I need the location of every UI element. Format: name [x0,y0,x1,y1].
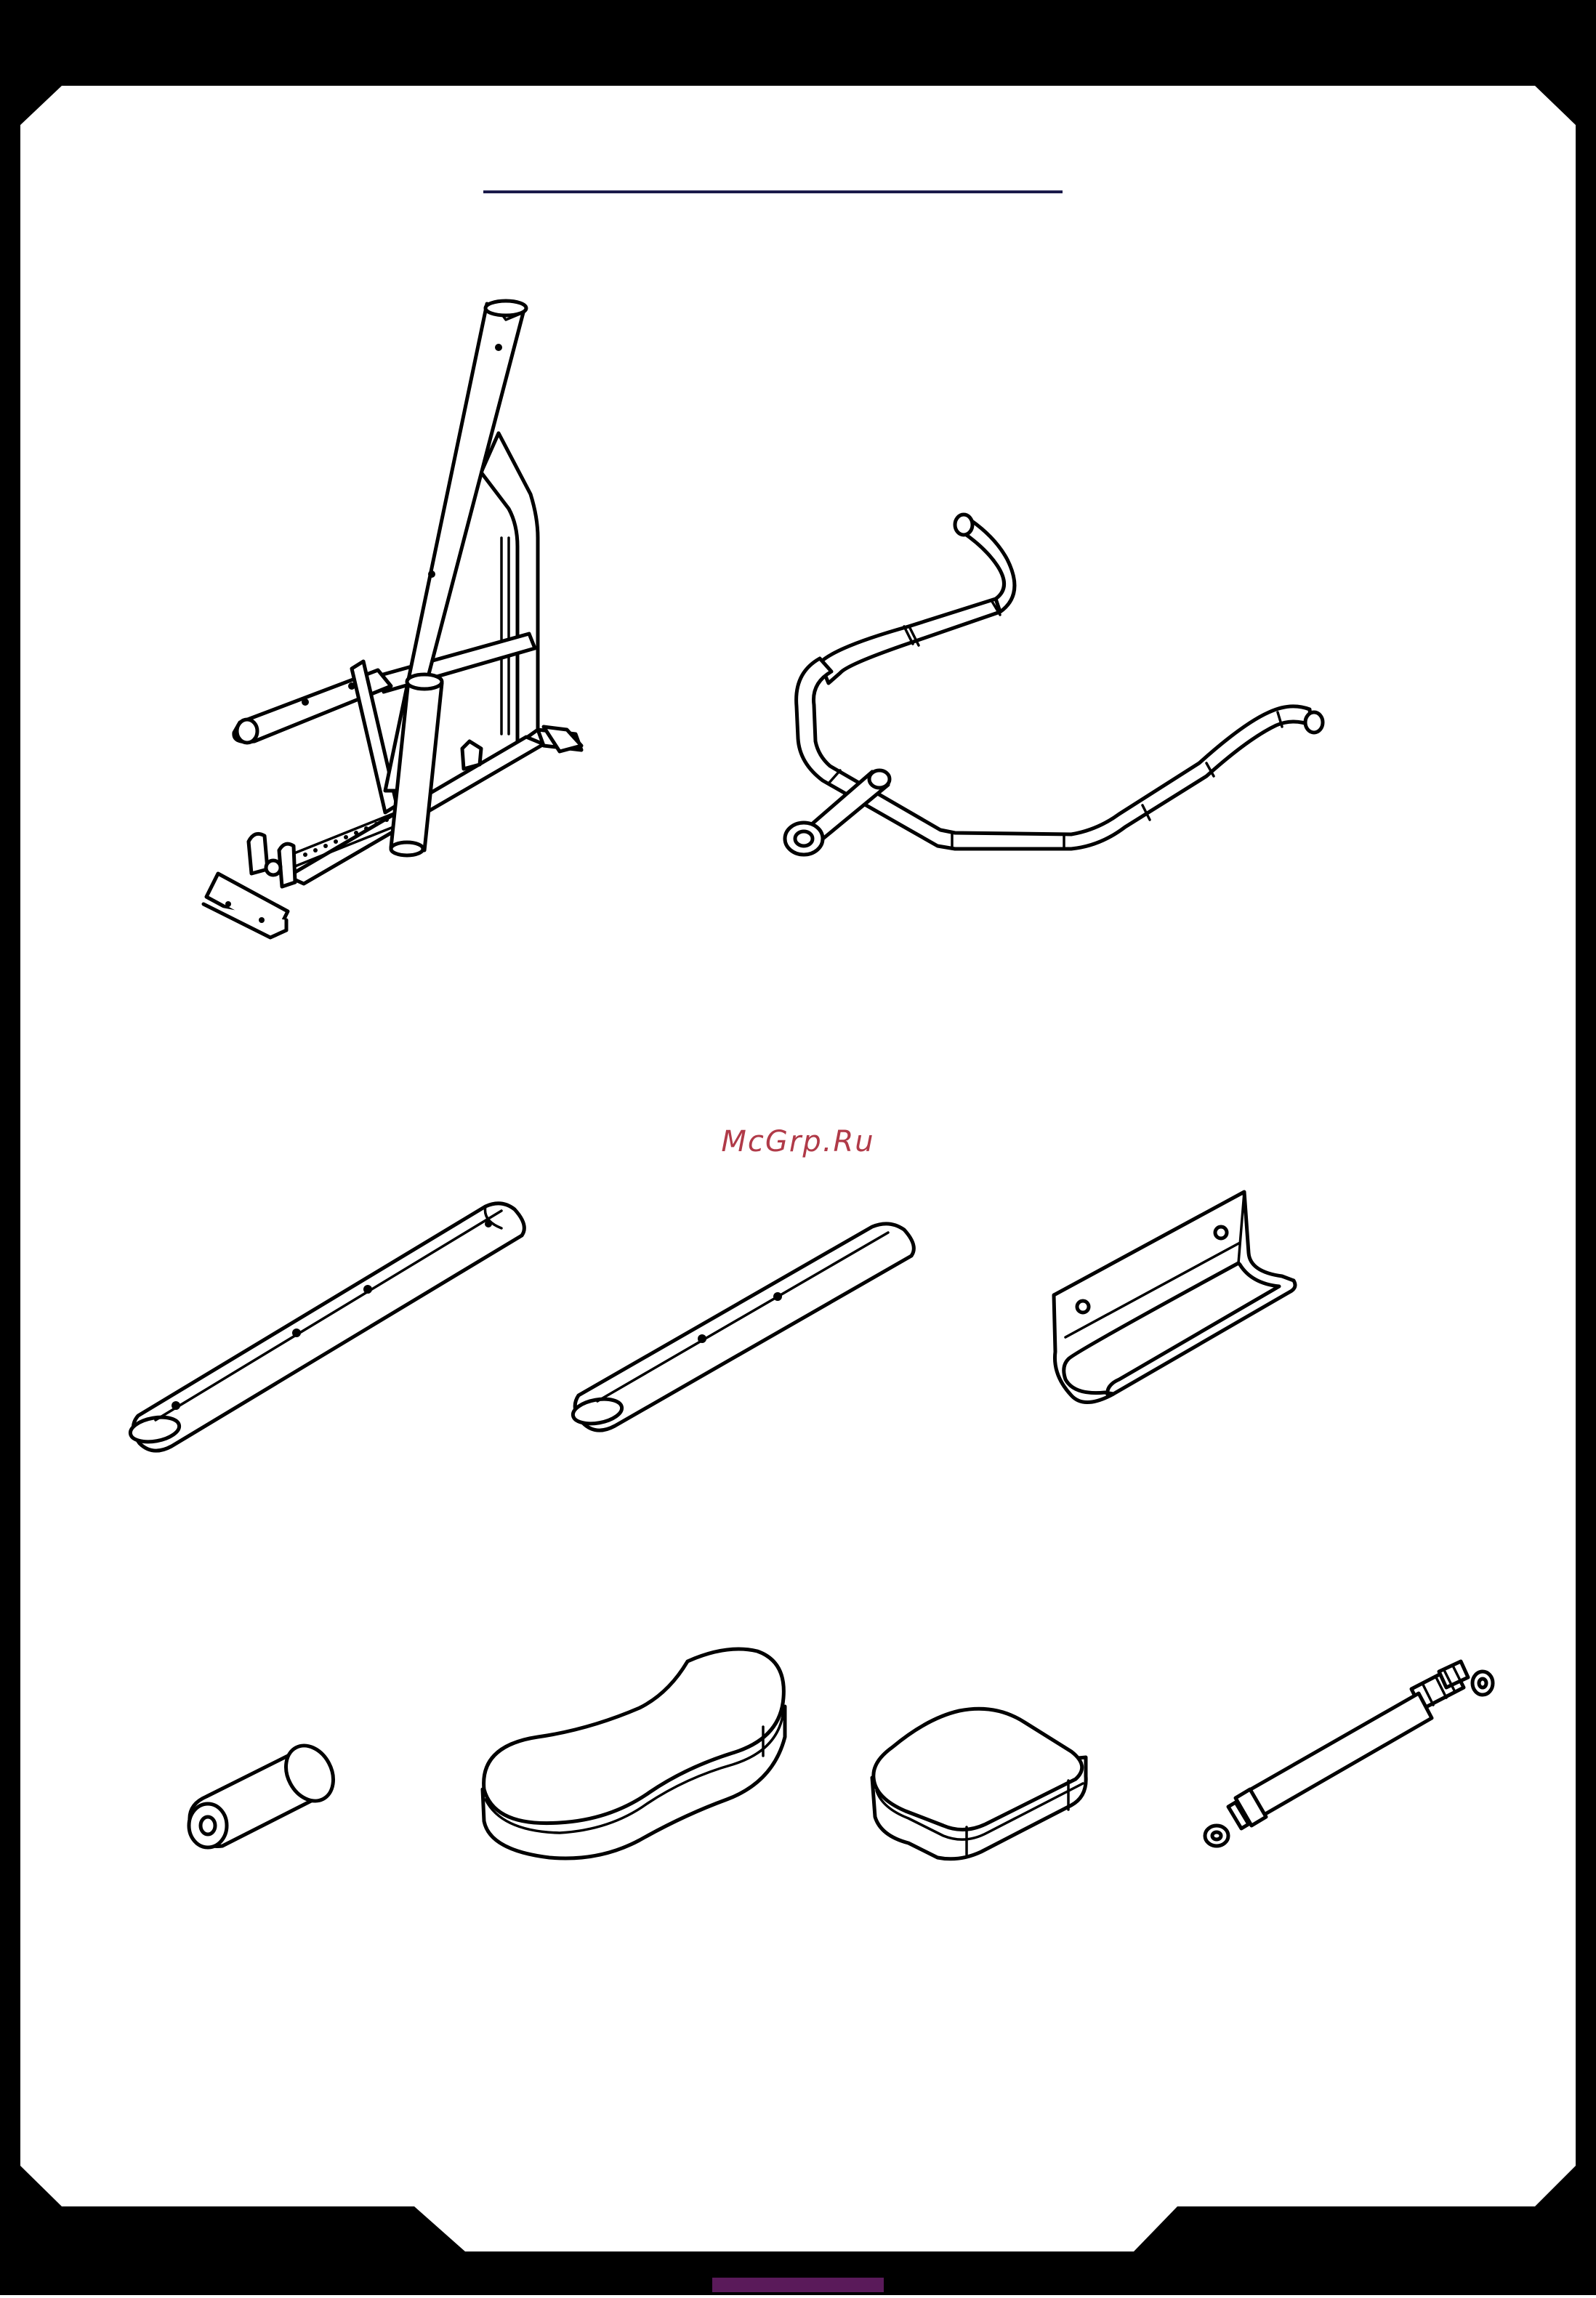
page-tab [712,2278,884,2292]
handlebar-icon [785,515,1323,855]
seat-bracket-icon [1054,1192,1295,1403]
back-pad-icon [872,1709,1086,1859]
watermark: McGrp.Ru [0,1125,1596,1158]
hydraulic-cylinder-icon [1205,1661,1493,1846]
seat-cushion-icon [483,1649,785,1858]
foam-roller-icon [189,1738,342,1847]
main-frame-icon [203,301,581,938]
long-tube-icon [129,1204,525,1451]
short-tube-icon [571,1224,914,1430]
